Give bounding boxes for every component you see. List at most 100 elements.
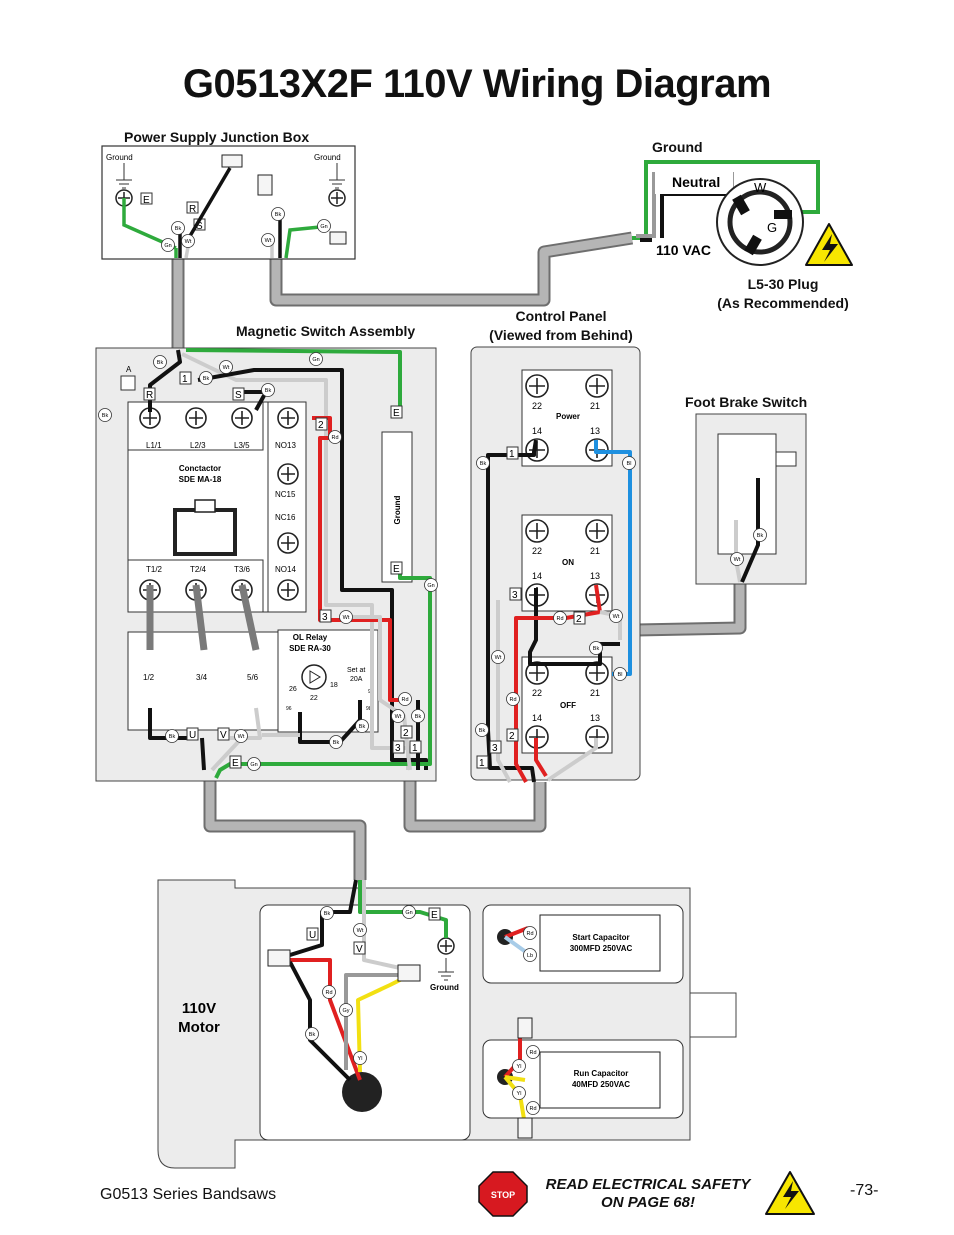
svg-text:Wt: Wt bbox=[265, 238, 272, 244]
jb-ground-right-label: Ground bbox=[314, 153, 341, 162]
svg-text:Bk: Bk bbox=[175, 226, 182, 232]
plug-model-heading: L5-30 Plug (As Recommended) bbox=[708, 275, 858, 313]
svg-text:3: 3 bbox=[512, 590, 518, 601]
svg-text:Bk: Bk bbox=[265, 388, 272, 394]
wire-code-bubble: Rd bbox=[322, 985, 336, 999]
stop-sign-icon: STOP bbox=[478, 1171, 528, 1217]
wire-code-bubble: Rd bbox=[328, 430, 342, 444]
svg-text:Rd: Rd bbox=[526, 931, 533, 937]
ol-small-98: 98 bbox=[366, 706, 372, 712]
terminal-tag: U bbox=[186, 727, 199, 741]
footer-warning-line1: READ ELECTRICAL SAFETY bbox=[545, 1176, 751, 1193]
wire-code-bubble: Bk bbox=[305, 1027, 319, 1041]
wire-code-bubble: Yl bbox=[353, 1051, 367, 1065]
ol-dial bbox=[301, 664, 327, 690]
svg-text:Rd: Rd bbox=[401, 697, 408, 703]
footer-warning-icon bbox=[765, 1171, 815, 1215]
wire-code-bubble: Wt bbox=[339, 610, 353, 624]
svg-text:Rd: Rd bbox=[325, 990, 332, 996]
contactor-aux-terminals bbox=[267, 401, 307, 613]
wire-code-bubble: Wt bbox=[391, 709, 405, 723]
wire-code-bubble: Wt bbox=[353, 923, 367, 937]
ol-dial-26: 26 bbox=[289, 686, 297, 693]
wire-code-bubble: Gn bbox=[424, 578, 438, 592]
svg-text:Bk: Bk bbox=[102, 413, 109, 419]
switch-terminal-number: 14 bbox=[532, 713, 542, 723]
term-nc15: NC15 bbox=[275, 490, 296, 499]
plug-blade-2 bbox=[774, 210, 792, 219]
switch-terminal-number: 14 bbox=[532, 571, 542, 581]
wire-code-bubble: Bk bbox=[329, 735, 343, 749]
wire-code-bubble: Bk bbox=[475, 723, 489, 737]
wire-code-bubble: Yl bbox=[512, 1059, 526, 1073]
wire-code-bubble: Gn bbox=[309, 352, 323, 366]
ol-small-96: 96 bbox=[286, 706, 292, 712]
warning-triangle-icon bbox=[805, 223, 853, 266]
wire-code-bubble: Rd bbox=[523, 926, 537, 940]
svg-text:Bl: Bl bbox=[627, 461, 632, 467]
switch-power-label: Power bbox=[556, 412, 580, 421]
svg-text:Gn: Gn bbox=[427, 583, 434, 589]
svg-text:Bk: Bk bbox=[275, 212, 282, 218]
wire-code-bubble: Wt bbox=[219, 360, 233, 374]
wire-code-bubble: Bk bbox=[153, 355, 167, 369]
svg-text:Wt: Wt bbox=[734, 557, 741, 563]
svg-text:U: U bbox=[189, 730, 196, 741]
svg-text:Bk: Bk bbox=[480, 461, 487, 467]
motor-ground-label: Ground bbox=[430, 983, 459, 992]
plug-blade-3 bbox=[744, 234, 762, 256]
switch-terminal-number: 13 bbox=[590, 426, 600, 436]
footer-warning-line2: ON PAGE 68! bbox=[601, 1194, 695, 1211]
wire-code-bubble: Bk bbox=[355, 719, 369, 733]
svg-text:U: U bbox=[309, 930, 316, 941]
svg-text:Bl: Bl bbox=[618, 672, 623, 678]
vac-label-bg bbox=[652, 238, 722, 260]
wire-code-bubble: Wt bbox=[261, 233, 275, 247]
stop-sign-text: STOP bbox=[491, 1190, 515, 1200]
svg-text:3: 3 bbox=[322, 612, 328, 623]
terminal-tag: E bbox=[390, 561, 403, 575]
jb-tag-s-text: S bbox=[196, 221, 203, 232]
svg-text:Wt: Wt bbox=[238, 734, 245, 740]
svg-text:Bk: Bk bbox=[479, 728, 486, 734]
switch-screw-tr bbox=[585, 519, 609, 543]
terminal-tag: E bbox=[428, 907, 441, 921]
contactor-bottom-screw-4 bbox=[277, 579, 299, 601]
wire-code-bubble: Wt bbox=[491, 650, 505, 664]
term-t1: T1/2 bbox=[146, 565, 163, 574]
ol-term-56: 5/6 bbox=[247, 673, 259, 682]
plug-blade-1 bbox=[732, 194, 750, 216]
ol-term-34: 3/4 bbox=[196, 673, 208, 682]
wire-code-bubble: Bk bbox=[411, 709, 425, 723]
svg-text:1: 1 bbox=[509, 449, 515, 460]
term-t3: T3/6 bbox=[234, 565, 251, 574]
wire-code-bubble: Bk bbox=[476, 456, 490, 470]
wire-code-bubble: Rd bbox=[526, 1101, 540, 1115]
svg-text:2: 2 bbox=[509, 731, 515, 742]
wire-code-bubble: Bl bbox=[622, 456, 636, 470]
terminal-tag: S bbox=[232, 387, 245, 401]
terminal-tag: 2 bbox=[400, 725, 413, 739]
svg-text:Gn: Gn bbox=[312, 357, 319, 363]
svg-text:Yl: Yl bbox=[517, 1064, 522, 1070]
foot-brake-heading: Foot Brake Switch bbox=[685, 394, 808, 410]
wire-code-bubble: Bk bbox=[261, 383, 275, 397]
motor-label-2: Motor bbox=[178, 1019, 220, 1036]
jb-tag-r bbox=[186, 201, 199, 214]
terminal-tag: R bbox=[143, 387, 156, 401]
terminal-tag: 3 bbox=[489, 740, 502, 754]
svg-text:1: 1 bbox=[182, 374, 188, 385]
ol-label-1: OL Relay bbox=[293, 633, 328, 642]
svg-text:Bk: Bk bbox=[333, 740, 340, 746]
jb-ground-left-label: Ground bbox=[106, 153, 133, 162]
svg-text:Lb: Lb bbox=[527, 953, 533, 959]
switch-on-label: ON bbox=[562, 558, 574, 567]
wire-code-bubble: Gn bbox=[247, 757, 261, 771]
wire-code-bubble: Lb bbox=[523, 948, 537, 962]
terminal-tag: 1 bbox=[476, 755, 489, 769]
svg-text:Rd: Rd bbox=[331, 435, 338, 441]
terminal-a-label: A bbox=[126, 365, 132, 374]
svg-text:Wt: Wt bbox=[357, 928, 364, 934]
